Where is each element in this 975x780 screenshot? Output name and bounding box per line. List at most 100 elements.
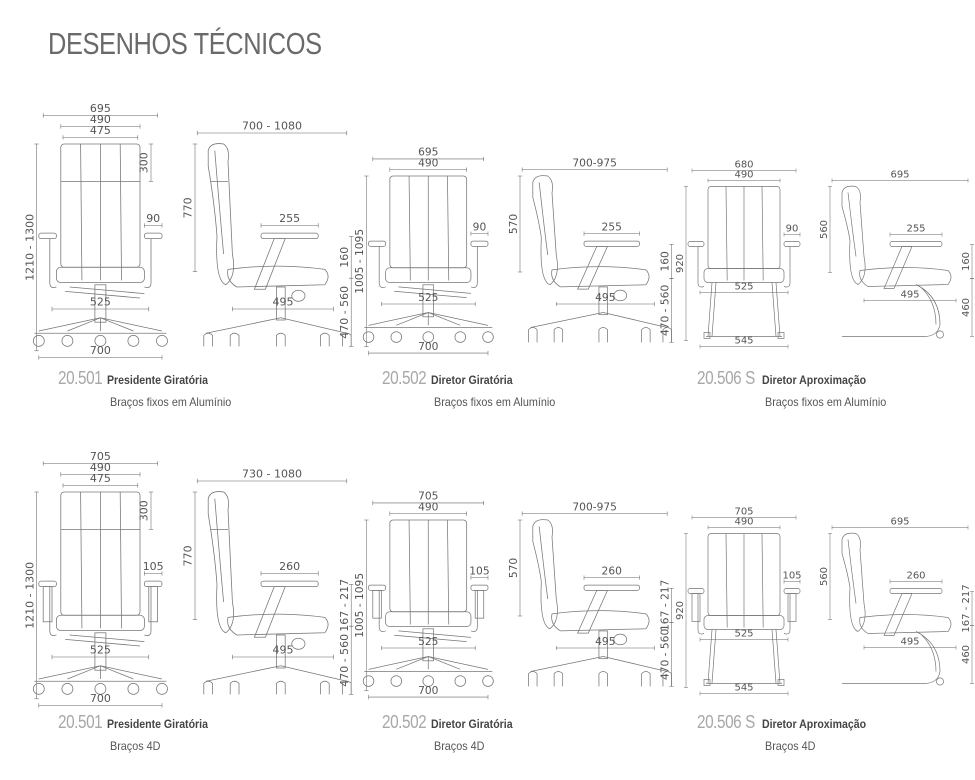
armrest-column [474, 590, 485, 619]
armrest-pad [470, 584, 489, 591]
armrest-support [378, 590, 386, 632]
dimension-label: 490 [90, 113, 111, 126]
backrest-seam [761, 186, 764, 281]
dimension-label: 695 [890, 170, 909, 181]
armrest-pad [368, 584, 386, 591]
backrest-seam [80, 143, 83, 281]
foot [703, 332, 711, 339]
product-subtitle: Braços fixos em Alumínio [110, 395, 232, 409]
dimension-label: 460 [961, 298, 972, 317]
side-armrest-support [883, 593, 913, 636]
backrest-seam [725, 186, 728, 281]
product-caption: 20.501 Presidente Giratória Braços fixos… [58, 368, 245, 409]
product-caption: 20.506 S Diretor Aproximação Braços 4D [697, 712, 880, 753]
caster [390, 331, 402, 343]
backrest-seam [447, 519, 450, 625]
product-name: Diretor Giratória [430, 717, 513, 731]
side-armrest-support [577, 246, 609, 290]
product-subtitle: Braços fixos em Alumínio [434, 395, 556, 409]
side-gas-cylinder [598, 286, 608, 316]
base-leg [368, 656, 429, 670]
side-backrest [207, 491, 235, 634]
caster [156, 335, 168, 347]
backrest-seam [408, 519, 411, 625]
dimension-label: 1210 - 1300 [23, 214, 36, 281]
side-backrest [841, 185, 866, 285]
dimension-label: 570 [507, 558, 520, 579]
side-backrest-seam [847, 539, 857, 604]
base-leg [100, 665, 134, 680]
base-leg [38, 317, 101, 332]
side-seat [227, 265, 329, 288]
armrest-support [378, 246, 386, 288]
dimension-label: 695 [890, 517, 909, 528]
dimension-label: 90 [786, 224, 799, 235]
product-caption: 20.502 Diretor Giratória Braços 4D [382, 712, 523, 753]
caster [61, 683, 74, 695]
base-leg [67, 317, 101, 332]
side-caster [553, 327, 564, 343]
dimension-label: 167 - 217 [338, 579, 351, 632]
dimension-label: 525 [90, 644, 111, 657]
side-base [205, 665, 347, 682]
side-backrest-seam [538, 526, 549, 599]
dimension-label: 260 [279, 560, 300, 573]
dimension-label: 90 [146, 212, 160, 225]
side-caster [229, 680, 240, 695]
caster [422, 331, 434, 343]
dimension-label: 475 [90, 124, 111, 137]
product-caption: 20.502 Diretor Giratória Braços fixos em… [382, 368, 569, 409]
armrest-support [144, 586, 152, 636]
dimension-label: 525 [90, 296, 111, 309]
side-caster [320, 332, 330, 347]
sled-frame [706, 282, 782, 337]
dimension-label: 470 - 560 [338, 286, 351, 339]
dimension-label: 255 [279, 212, 300, 225]
side-armrest-support [253, 238, 286, 290]
product-subtitle: Braços 4D [110, 739, 161, 753]
dimension-label: 560 [819, 220, 830, 239]
dimension-label: 470 - 560 [338, 634, 351, 687]
armrest-pad [687, 588, 705, 594]
caster [390, 675, 402, 687]
side-seat [227, 613, 329, 636]
product-code: 20.502 [382, 368, 427, 388]
armrest-support [470, 590, 478, 632]
dimension-label: 300 [138, 152, 151, 173]
side-backrest-seam [214, 498, 224, 603]
side-armrest-pad [889, 588, 943, 594]
side-caster [203, 680, 213, 695]
dimension-label: 255 [906, 224, 925, 235]
armrest-pad [144, 232, 163, 239]
side-caster [641, 671, 651, 687]
caster [362, 331, 375, 343]
side-sled-frame [842, 631, 941, 684]
armrest-pad [470, 240, 489, 247]
dimension-label: 490 [734, 170, 753, 181]
base-leg [428, 656, 461, 670]
side-caster [528, 327, 538, 343]
mechanism [394, 286, 471, 298]
backrest-seam [408, 175, 411, 281]
dimension-label: 90 [473, 220, 487, 233]
dimension-label: 1210 - 1300 [23, 562, 36, 629]
caster [61, 335, 74, 347]
side-gas-cylinder [598, 630, 608, 660]
dimension-label: 570 [507, 214, 520, 235]
dimension-label: 525 [418, 291, 438, 304]
dimension-label: 680 [734, 160, 753, 171]
side-armrest-pad [260, 232, 319, 239]
dimension-label: 560 [819, 567, 830, 586]
caster [32, 683, 45, 695]
dimension-label: 1005 - 1095 [353, 573, 366, 638]
dimension-label: 700 [90, 344, 111, 357]
mechanism [65, 634, 145, 647]
side-caster [276, 680, 286, 695]
dimension-label: 700 [418, 684, 439, 697]
product-subtitle: Braços 4D [765, 739, 816, 753]
side-backrest-seam [538, 182, 549, 255]
